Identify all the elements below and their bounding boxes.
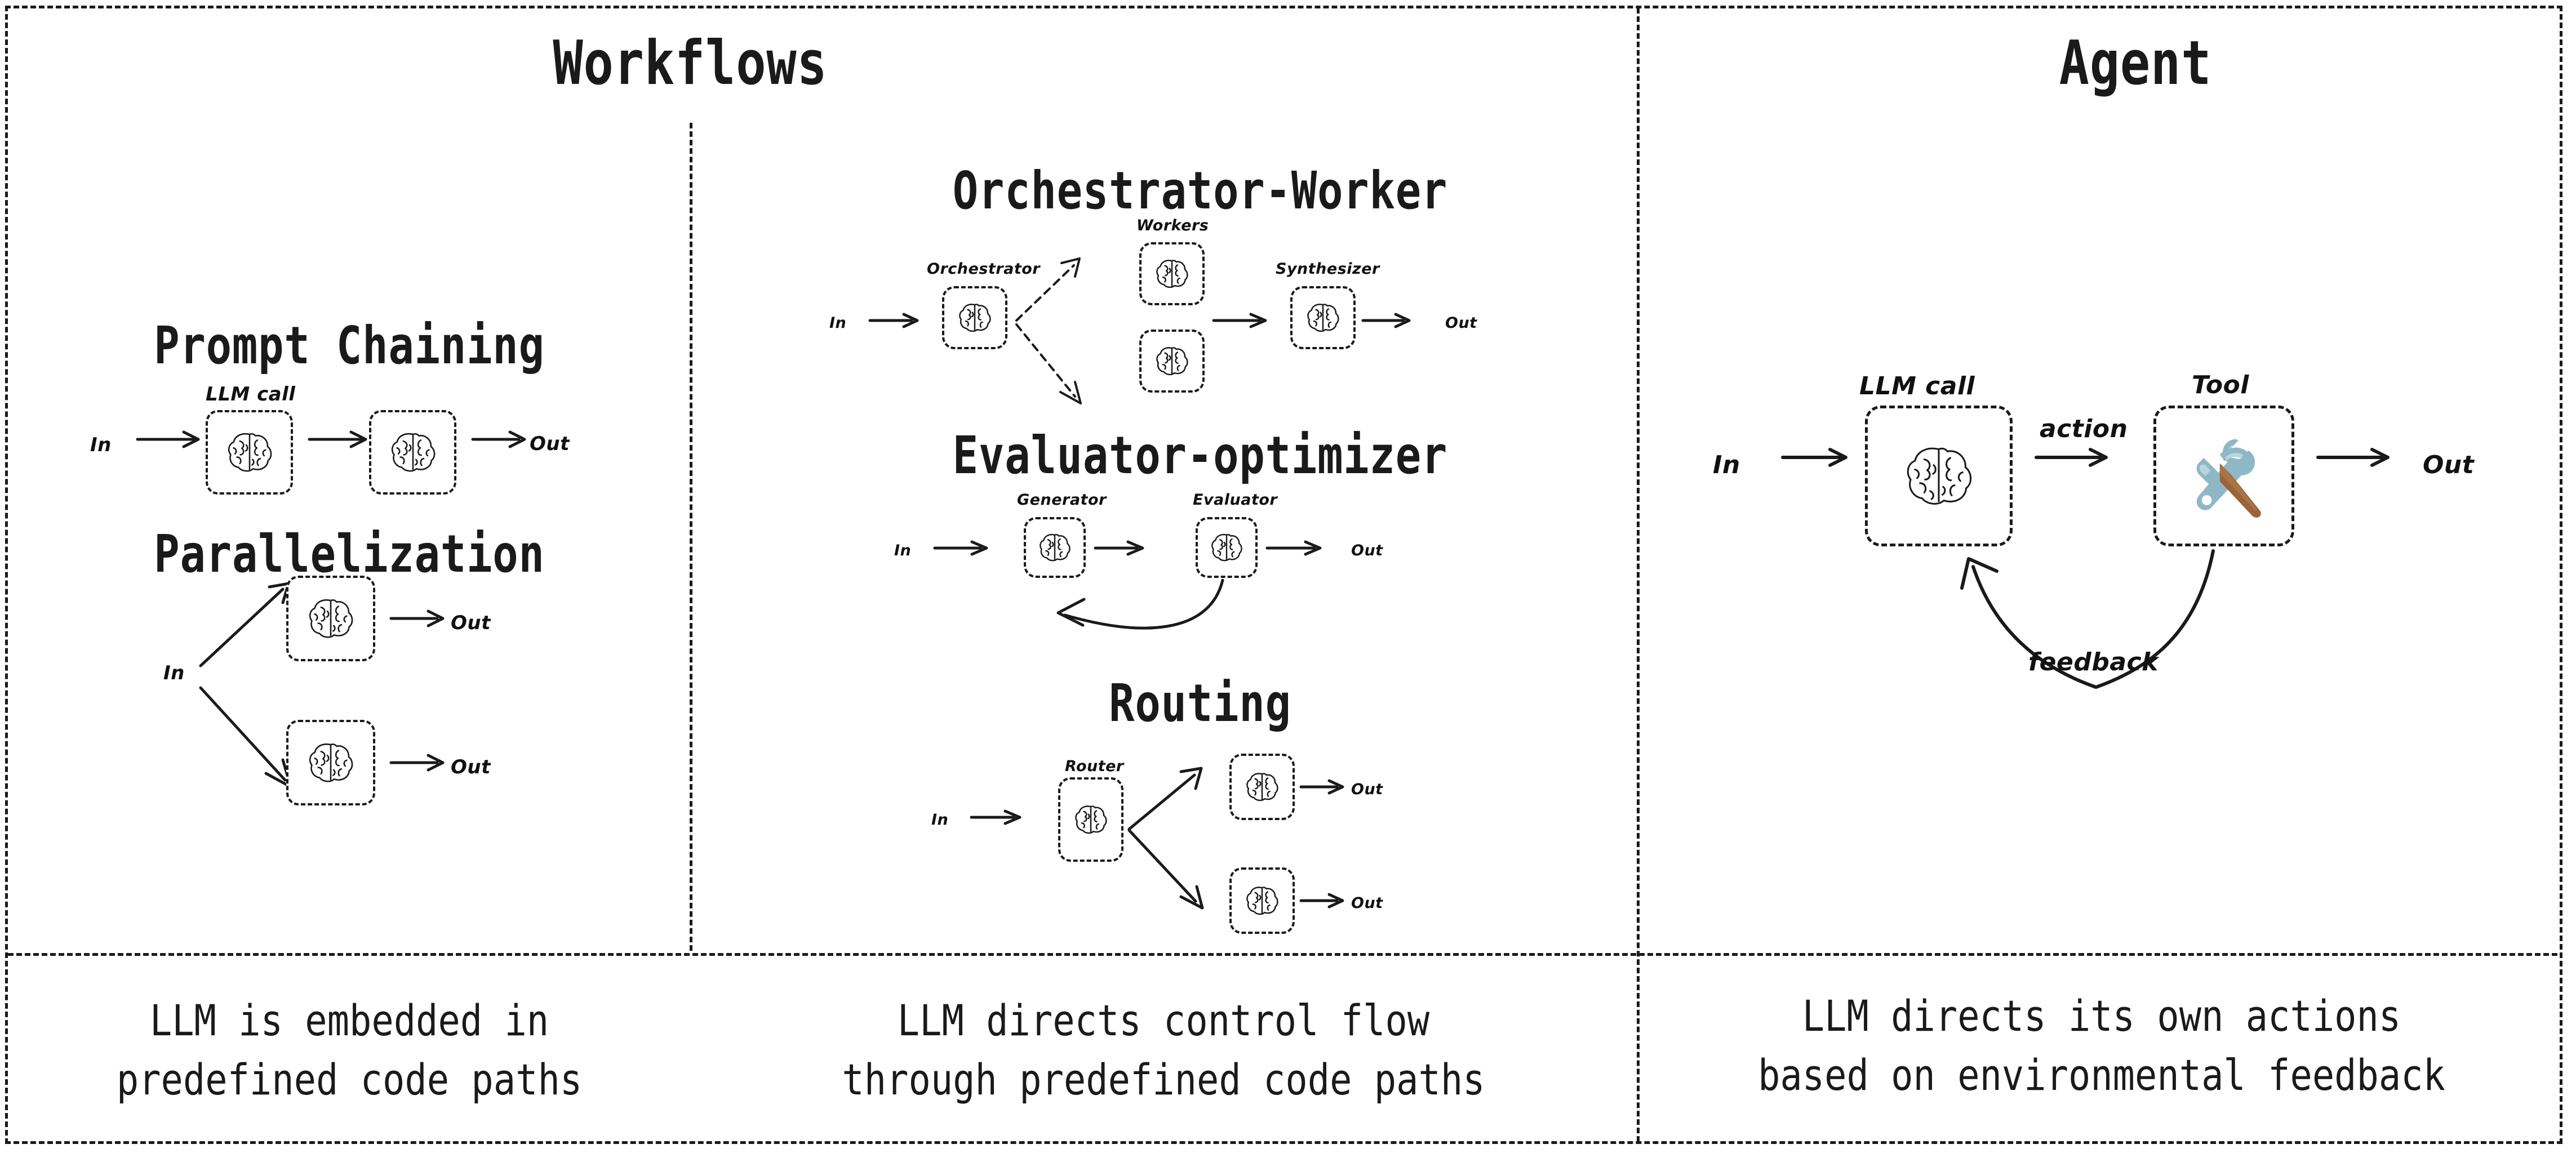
section-title-parallelization: Parallelization: [154, 524, 545, 584]
arrow-agent-tool-to-out: [2316, 448, 2390, 467]
brain-icon: [391, 433, 435, 472]
caption-workflows-right: LLM directs control flow through predefi…: [842, 995, 1485, 1105]
arrow-agent-feedback-loop: [1960, 549, 2215, 689]
arrow-evaluator-feedback-loop: [1056, 578, 1224, 630]
arrow-router-to-branch-top: [1127, 767, 1203, 831]
brain-icon: [309, 599, 353, 638]
evaluator-node[interactable]: [1196, 517, 1258, 578]
section-title-evaluator-optimizer: Evaluator-optimizer: [952, 425, 1448, 486]
agent-llm-call-label: LLM call: [1859, 372, 1975, 400]
agent-tool-node[interactable]: [2153, 406, 2294, 546]
agent-feedback-label: feedback: [2028, 648, 2158, 676]
column-title-workflows: Workflows: [553, 28, 828, 99]
brain-icon: [1040, 533, 1071, 562]
orchestrator-worker-out-label: Out: [1445, 314, 1477, 332]
router-node[interactable]: [1058, 777, 1123, 862]
divider-workflows-agent: [1637, 8, 1640, 1142]
parallelization-llm-call-top[interactable]: [286, 576, 375, 661]
orchestrator-node[interactable]: [942, 286, 1007, 349]
brain-icon: [228, 433, 272, 472]
agent-out-label: Out: [2423, 451, 2475, 479]
routing-branch-node-bottom[interactable]: [1229, 867, 1295, 934]
section-title-routing: Routing: [1109, 673, 1291, 733]
prompt-chaining-node-label: LLM call: [206, 383, 296, 406]
agent-action-label: action: [2040, 415, 2128, 443]
worker-node-top[interactable]: [1139, 242, 1205, 305]
routing-router-label: Router: [1065, 758, 1124, 775]
worker-node-bottom[interactable]: [1139, 330, 1205, 393]
brain-icon: [1246, 773, 1278, 802]
agent-llm-call-node[interactable]: [1865, 406, 2013, 546]
routing-in-label: In: [931, 811, 949, 829]
orchestrator-worker-in-label: In: [829, 314, 847, 332]
brain-icon: [1075, 805, 1107, 834]
brain-icon: [309, 744, 353, 782]
prompt-chaining-in-label: In: [90, 434, 112, 456]
prompt-chaining-out-label: Out: [530, 433, 570, 455]
brain-icon: [1907, 447, 1972, 505]
arrow-router-to-branch-bottom: [1127, 829, 1204, 910]
brain-icon: [959, 304, 991, 332]
arrow-agent-llm-to-tool: [2035, 448, 2108, 467]
arrow-workers-to-synthesizer: [1212, 313, 1267, 328]
arrow-orchestrator-to-worker-bottom: [1015, 323, 1082, 404]
orchestrator-worker-synthesizer-label: Synthesizer: [1276, 260, 1380, 278]
routing-branch-node-top[interactable]: [1229, 754, 1295, 820]
brain-icon: [1246, 887, 1278, 915]
parallelization-llm-call-bottom[interactable]: [286, 720, 375, 805]
parallelization-out-label-bottom: Out: [451, 756, 491, 778]
caption-agent: LLM directs its own actions based on env…: [1758, 991, 2445, 1100]
evaluator-optimizer-in-label: In: [894, 542, 912, 559]
routing-out-label-bottom: Out: [1351, 894, 1383, 912]
arrow-in-to-agent-llm: [1781, 448, 1847, 467]
brain-icon: [1211, 533, 1242, 562]
agent-tool-label: Tool: [2192, 371, 2249, 399]
arrow-evaluator-to-out: [1265, 540, 1322, 556]
synthesizer-node[interactable]: [1290, 286, 1356, 349]
arrow-in-to-llm1: [136, 430, 200, 448]
evaluator-optimizer-generator-label: Generator: [1017, 491, 1107, 509]
section-title-prompt-chaining: Prompt Chaining: [154, 315, 545, 376]
prompt-chaining-llm-call-2[interactable]: [369, 410, 456, 495]
prompt-chaining-llm-call-1[interactable]: [206, 410, 293, 495]
evaluator-optimizer-out-label: Out: [1351, 542, 1383, 559]
routing-out-label-top: Out: [1351, 781, 1383, 798]
evaluator-optimizer-evaluator-label: Evaluator: [1193, 491, 1278, 509]
brain-icon: [1307, 304, 1339, 332]
column-title-agent: Agent: [2059, 28, 2212, 99]
section-title-orchestrator-worker: Orchestrator-Worker: [952, 161, 1448, 221]
brain-icon: [1156, 260, 1188, 288]
parallelization-in-label: In: [163, 662, 185, 684]
agent-in-label: In: [1713, 451, 1740, 479]
parallelization-out-label-top: Out: [451, 612, 491, 634]
divider-workflow-subcolumns: [690, 123, 692, 951]
orchestrator-worker-workers-label: Workers: [1136, 217, 1209, 234]
brain-icon: [1156, 347, 1188, 376]
arrow-generator-to-evaluator: [1094, 540, 1144, 556]
hammer-and-wrench-icon: [2196, 439, 2261, 518]
arrow-in-to-generator: [933, 540, 988, 556]
orchestrator-worker-orchestrator-label: Orchestrator: [927, 260, 1041, 278]
caption-workflows-left: LLM is embedded in predefined code paths: [116, 995, 583, 1105]
arrow-in-to-router: [970, 809, 1021, 825]
divider-captions: [8, 953, 2557, 956]
arrow-synthesizer-to-out: [1361, 313, 1411, 328]
generator-node[interactable]: [1024, 517, 1086, 578]
arrow-in-to-orchestrator: [868, 313, 919, 328]
